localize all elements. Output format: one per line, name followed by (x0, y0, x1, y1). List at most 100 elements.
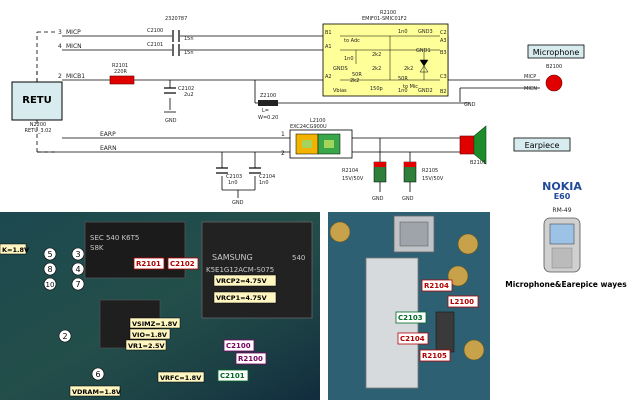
earpiece: B2101 Earpiece (459, 125, 571, 166)
pcb-l2100: L2100 (450, 298, 474, 306)
pcb-vr1: VR1=2.5V (128, 342, 165, 350)
r2101-ref: R2101 (112, 63, 128, 69)
net-earp: EARP (100, 131, 116, 138)
svg-text:7: 7 (75, 280, 80, 289)
r2105-gnd: GND (402, 196, 414, 202)
inductor-l2100: L2100 EXC24CG900U (289, 118, 353, 159)
svg-text:10: 10 (46, 281, 55, 289)
pin-1: 1 (281, 131, 285, 138)
pcb-c2101: C2101 (220, 372, 245, 380)
pcb-right-callouts: R2104 L2100 C2103 C2104 R2105 (395, 279, 479, 362)
net-earn: EARN (100, 145, 117, 152)
emi-gnd3: GND3 (418, 29, 433, 35)
pin-3: 3 (58, 29, 62, 36)
c2102-gnd: GND (165, 118, 177, 124)
z2100-ref: Z2100 (260, 93, 276, 99)
pin-2: 2 (58, 73, 62, 80)
caption: Microphone&Earepice wayes (505, 280, 627, 289)
z2100-val2: W=0.20 (258, 115, 278, 121)
r2101-val: 220R (114, 69, 128, 75)
pcb-vsimz: VSIMZ=1.8V (132, 320, 177, 328)
svg-text:4: 4 (75, 265, 80, 274)
emi-2k2-a: 2k2 (372, 52, 381, 58)
c2102-val: 2u2 (184, 92, 194, 98)
retu-part: RETU_3.02 (25, 128, 52, 134)
capacitor-c2101: C2101 15n (147, 42, 194, 56)
pin-2b: 2 (281, 150, 285, 157)
emi-vbias: Vbias (333, 88, 347, 94)
pcb-c2102: C2102 (170, 260, 195, 268)
capacitor-c2102: C2102 2u2 GND (164, 86, 194, 124)
wires (37, 35, 540, 198)
pcb-r2105: R2105 (422, 352, 447, 360)
emi-part: EMIF01-SMIC01F2 (362, 16, 407, 22)
emi-gnd1: GND1 (416, 48, 431, 54)
z2100: Z2100 L= W=0.20 (258, 93, 278, 121)
retu-ref: N2200 (30, 122, 46, 128)
pcb-c2100: C2100 (226, 342, 251, 350)
pcb-r2104: R2104 (424, 282, 449, 290)
capacitor-c2103: C2103 1n0 (216, 167, 242, 186)
chip2-line2: K5E1G12ACM-S075 (206, 266, 274, 274)
phone-icon (543, 217, 581, 273)
z2100-val: L= (262, 108, 269, 114)
emi-1n0-a: 1n0 (344, 56, 354, 62)
emi-2k2-d: 2k2 (350, 78, 359, 84)
pcb-left-photo: SEC 540 K6T5 S8K SAMSUNG 540 K5E1G12ACM-… (0, 212, 320, 400)
pcb-vdram: VDRAM=1.8V (72, 388, 121, 396)
c2101-val: 15n (184, 50, 194, 56)
emi-to-mic: to Mic (403, 84, 418, 90)
emi-150p: 150p (370, 86, 383, 92)
pcb-c2104: C2104 (400, 335, 425, 343)
earpiece-ref: B2101 (470, 160, 486, 166)
pcb-vrcp2: VRCP2=4.75V (216, 277, 267, 285)
emi-b1: B1 (325, 30, 332, 36)
svg-text:3: 3 (75, 250, 80, 259)
resistor-r2101: R2101 220R (109, 63, 135, 85)
mic-out-p: MICP (524, 74, 536, 80)
c2100-ref: C2100 (147, 28, 163, 34)
emi-1n0-b: 1n0 (398, 29, 408, 35)
emi-2k2-b: 2k2 (372, 66, 381, 72)
microphone: MICP MICN GND B2100 Microphone (464, 44, 585, 108)
chip1-line2: S8K (90, 244, 104, 252)
c2102-ref: C2102 (178, 86, 194, 92)
c2101-ref: C2101 (147, 42, 163, 48)
r2104-ref: R2104 (342, 168, 358, 174)
c2104-ref: C2104 (259, 174, 275, 180)
emi-a3: A3 (440, 38, 447, 44)
svg-text:5: 5 (47, 250, 52, 259)
emi-50r-a: 50R (352, 72, 362, 78)
svg-text:8: 8 (47, 265, 52, 274)
pin-4: 4 (58, 43, 62, 50)
microphone-label: Microphone (533, 48, 580, 57)
nokia-branding: NOKIA E60 RM-49 (542, 180, 582, 214)
rail-k: K=1.8V (2, 246, 29, 254)
pcb-vrfc: VRFC=1.8V (160, 374, 201, 382)
emi-2k2-c: 2k2 (404, 66, 413, 72)
earpiece-label: Earpiece (525, 141, 560, 150)
retu-title: RETU (22, 95, 51, 106)
nokia-rm: RM-49 (552, 207, 571, 214)
emi-b2: B2 (440, 89, 447, 95)
c2103-val: 1n0 (228, 180, 238, 186)
nokia-model: E60 (554, 192, 571, 201)
emi-a1: A1 (325, 44, 332, 50)
varistor-r2105: R2105 15V/50V GND (402, 161, 444, 202)
mic-out-n: MICN (524, 86, 537, 92)
chip1-line1: SEC 540 K6T5 (90, 234, 139, 242)
l2100-part: EXC24CG900U (290, 124, 327, 130)
r2105-ref: R2105 (422, 168, 438, 174)
svg-text:2: 2 (62, 332, 67, 341)
emi-gnd2: GND2 (418, 88, 433, 94)
c2100-val: 15n (184, 36, 194, 42)
c2104-val: 1n0 (259, 180, 269, 186)
r2104-gnd: GND (372, 196, 384, 202)
capacitor-c2104: C2104 1n0 (249, 167, 275, 186)
pcb-right-photo: R2104 L2100 C2103 C2104 R2105 (328, 212, 490, 400)
svg-text:6: 6 (95, 370, 100, 379)
net-micb1: MICB1 (66, 73, 85, 80)
r2104-val: 15V/50V (342, 176, 364, 182)
emi-to-adc: to Adc (344, 38, 360, 44)
